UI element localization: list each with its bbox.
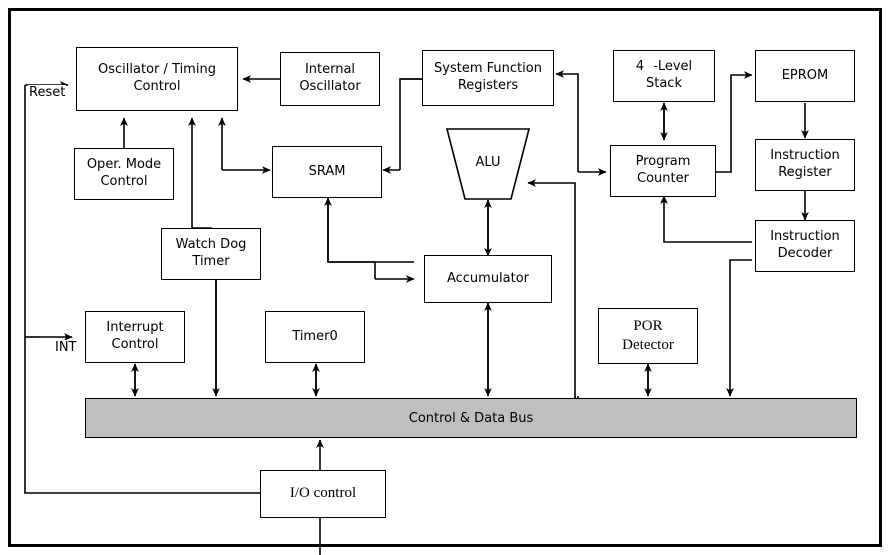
line-reset-rail-to-io-control xyxy=(24,85,260,494)
watch-dog-timer-block[interactable]: Watch Dog Timer xyxy=(161,228,261,280)
line-idecoder-to-pc xyxy=(660,195,752,243)
por-detector-block[interactable]: POR Detector xyxy=(598,308,698,364)
stack-level-suffix: -Level xyxy=(653,59,693,75)
int-signal-label: INT xyxy=(54,340,78,355)
line-accumulator-sram-path xyxy=(327,198,414,263)
internal-oscillator-block[interactable]: Internal Oscillator xyxy=(280,52,380,106)
stack-depth-value: 4 xyxy=(635,59,645,75)
program-counter-block[interactable]: Program Counter xyxy=(610,145,716,197)
alu-label: ALU xyxy=(475,154,501,170)
line-idecoder-to-bus xyxy=(726,259,752,397)
control-data-bus[interactable]: Control & Data Bus xyxy=(85,398,857,438)
io-control-block[interactable]: I/O control xyxy=(260,470,386,518)
reset-signal-label: Reset xyxy=(28,85,67,100)
instruction-decoder-block[interactable]: Instruction Decoder xyxy=(755,220,855,272)
line-pc-to-eprom xyxy=(714,71,753,173)
four-level-stack-label: 4 -Level Stack xyxy=(636,59,692,92)
eprom-block[interactable]: EPROM xyxy=(755,50,855,102)
four-level-stack-block[interactable]: 4 -Level Stack xyxy=(613,50,715,102)
timer0-block[interactable]: Timer0 xyxy=(265,311,365,363)
diagram-outer-frame xyxy=(8,8,882,547)
alu-shape-icon xyxy=(445,128,531,200)
instruction-register-block[interactable]: Instruction Register xyxy=(755,139,855,191)
accumulator-block[interactable]: Accumulator xyxy=(424,255,552,303)
oscillator-timing-control-block[interactable]: Oscillator / Timing Control xyxy=(76,47,238,111)
alu-block[interactable]: ALU xyxy=(445,128,531,200)
interrupt-control-block[interactable]: Interrupt Control xyxy=(85,311,185,363)
line-bus-to-alu xyxy=(527,179,576,398)
line-accumulator-step xyxy=(328,261,376,279)
sram-block[interactable]: SRAM xyxy=(272,146,382,198)
stack-label-line2: Stack xyxy=(645,76,682,91)
oper-mode-control-block[interactable]: Oper. Mode Control xyxy=(74,148,174,200)
system-function-registers-block[interactable]: System Function Registers xyxy=(422,50,554,106)
line-pc-to-sfr xyxy=(555,70,579,172)
control-data-bus-label: Control & Data Bus xyxy=(408,410,534,426)
